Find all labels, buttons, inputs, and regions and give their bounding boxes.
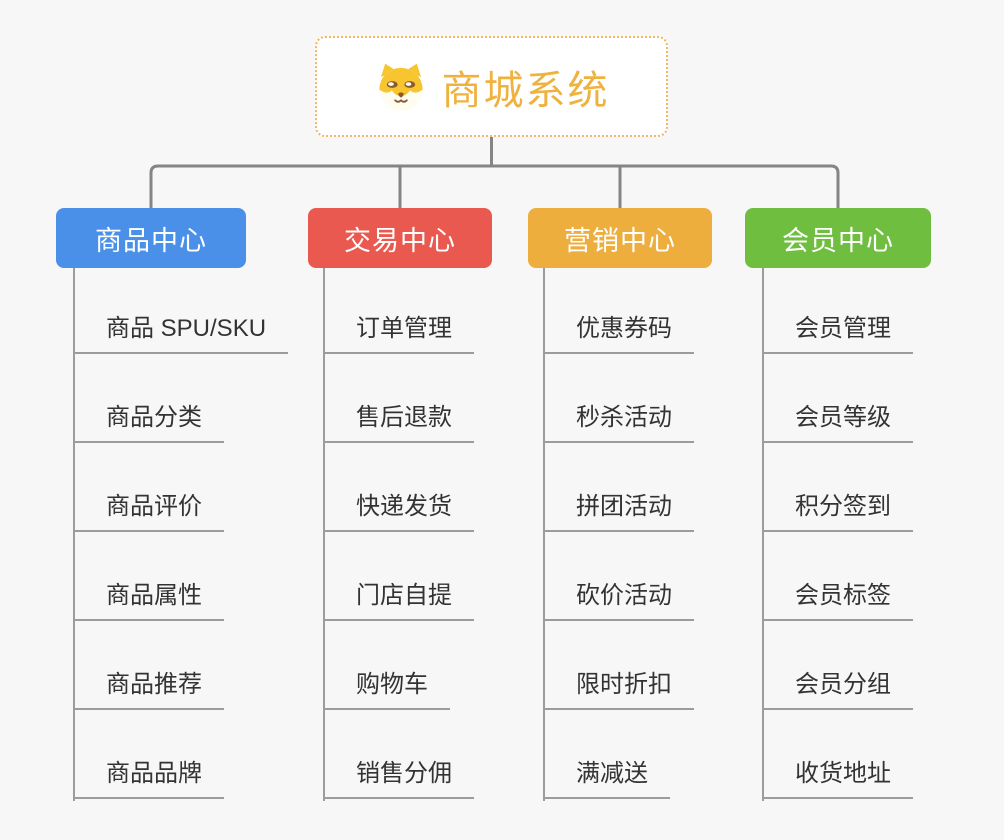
branch-item-list: 订单管理 售后退款 快递发货 门店自提 购物车 销售分佣 (323, 265, 474, 799)
list-item[interactable]: 商品 SPU/SKU (73, 265, 289, 354)
branch-header-trade[interactable]: 交易中心 (308, 208, 492, 268)
list-item[interactable]: 满减送 (543, 710, 694, 799)
branch-item-list: 优惠券码 秒杀活动 拼团活动 砍价活动 限时折扣 满减送 (543, 265, 694, 799)
item-label: 门店自提 (323, 575, 474, 621)
branch-header-marketing[interactable]: 营销中心 (528, 208, 712, 268)
list-item[interactable]: 秒杀活动 (543, 354, 694, 443)
branch-line (323, 268, 325, 801)
branch-line (762, 268, 764, 801)
branch-header-member[interactable]: 会员中心 (745, 208, 931, 268)
list-item[interactable]: 销售分佣 (323, 710, 474, 799)
branch-item-list: 商品 SPU/SKU 商品分类 商品评价 商品属性 商品推荐 商品品牌 (73, 265, 289, 799)
branch-line (73, 268, 75, 801)
item-label: 限时折扣 (543, 664, 694, 710)
branch-member-center: 会员中心 会员管理 会员等级 积分签到 会员标签 会员分组 收货地址 (745, 208, 931, 801)
item-label: 售后退款 (323, 397, 474, 443)
list-item[interactable]: 订单管理 (323, 265, 474, 354)
root-title: 商城系统 (441, 68, 610, 113)
list-item[interactable]: 会员标签 (762, 532, 913, 621)
list-item[interactable]: 购物车 (323, 621, 474, 710)
list-item[interactable]: 商品属性 (73, 532, 288, 621)
list-item[interactable]: 限时折扣 (543, 621, 694, 710)
list-item[interactable]: 商品分类 (73, 354, 288, 443)
item-label: 优惠券码 (543, 308, 694, 354)
list-item[interactable]: 积分签到 (762, 443, 913, 532)
item-label: 会员标签 (762, 575, 913, 621)
item-label: 商品评价 (73, 486, 224, 532)
list-item[interactable]: 会员等级 (762, 354, 913, 443)
item-label: 满减送 (543, 753, 670, 799)
item-label: 商品推荐 (73, 664, 224, 710)
item-label: 订单管理 (323, 308, 474, 354)
item-label: 会员管理 (762, 308, 913, 354)
list-item[interactable]: 商品推荐 (73, 621, 288, 710)
branch-line (543, 268, 545, 801)
list-item[interactable]: 拼团活动 (543, 443, 694, 532)
list-item[interactable]: 商品品牌 (73, 710, 288, 799)
item-label: 收货地址 (762, 753, 913, 799)
branch-item-list: 会员管理 会员等级 积分签到 会员标签 会员分组 收货地址 (762, 265, 913, 799)
item-label: 销售分佣 (323, 753, 474, 799)
item-label: 商品品牌 (73, 753, 224, 799)
item-label: 拼团活动 (543, 486, 694, 532)
list-item[interactable]: 快递发货 (323, 443, 474, 532)
branch-marketing-center: 营销中心 优惠券码 秒杀活动 拼团活动 砍价活动 限时折扣 满减送 (528, 208, 712, 801)
list-item[interactable]: 优惠券码 (543, 265, 694, 354)
item-label: 积分签到 (762, 486, 913, 532)
list-item[interactable]: 会员分组 (762, 621, 913, 710)
branch-product-center: 商品中心 商品 SPU/SKU 商品分类 商品评价 商品属性 商品推荐 商品品牌 (56, 208, 289, 801)
list-item[interactable]: 砍价活动 (543, 532, 694, 621)
list-item[interactable]: 售后退款 (323, 354, 474, 443)
item-label: 商品分类 (73, 397, 224, 443)
item-label: 会员分组 (762, 664, 913, 710)
list-item[interactable]: 收货地址 (762, 710, 913, 799)
item-label: 快递发货 (323, 486, 474, 532)
item-label: 购物车 (323, 664, 450, 710)
item-label: 会员等级 (762, 397, 913, 443)
list-item[interactable]: 商品评价 (73, 443, 288, 532)
list-item[interactable]: 门店自提 (323, 532, 474, 621)
branch-header-product[interactable]: 商品中心 (56, 208, 246, 268)
root-node[interactable]: 商城系统 (315, 36, 668, 137)
item-label: 秒杀活动 (543, 397, 694, 443)
item-label: 商品属性 (73, 575, 224, 621)
shiba-dog-icon (378, 63, 423, 111)
branch-trade-center: 交易中心 订单管理 售后退款 快递发货 门店自提 购物车 销售分佣 (308, 208, 492, 801)
item-label: 砍价活动 (543, 575, 694, 621)
item-label: 商品 SPU/SKU (73, 308, 289, 354)
list-item[interactable]: 会员管理 (762, 265, 913, 354)
